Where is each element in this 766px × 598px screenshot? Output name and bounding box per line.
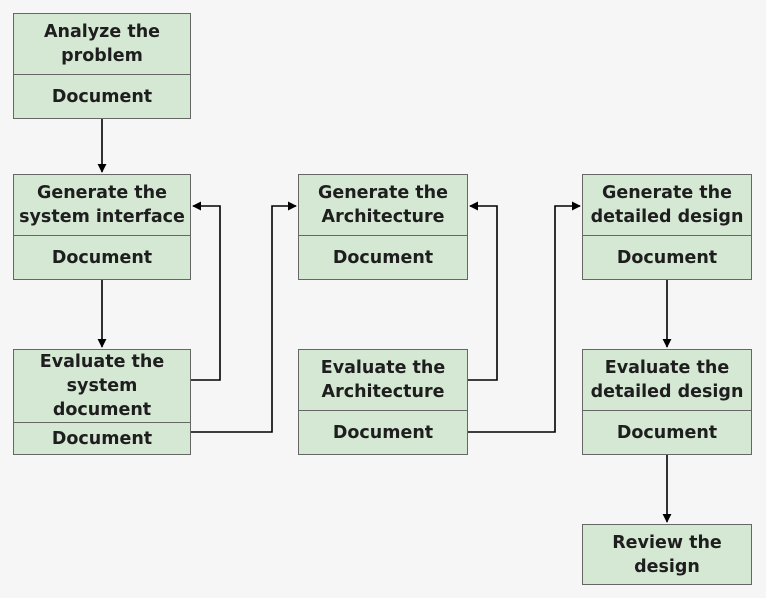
node-document-label: Document xyxy=(299,410,467,454)
edge-eval-sysdoc-feedback xyxy=(191,201,221,381)
node-document-label: Document xyxy=(299,235,467,279)
edge-eval-arch-to-detailed xyxy=(468,201,581,433)
node-document-label: Document xyxy=(14,422,190,454)
node-document-label: Document xyxy=(583,410,751,454)
edge-eval-arch-feedback xyxy=(468,201,498,381)
node-document-label: Document xyxy=(14,235,190,279)
edge-eval-sysdoc-to-arch xyxy=(191,201,297,433)
node-document-label: Document xyxy=(583,235,751,279)
node-document-label: Document xyxy=(14,74,190,118)
